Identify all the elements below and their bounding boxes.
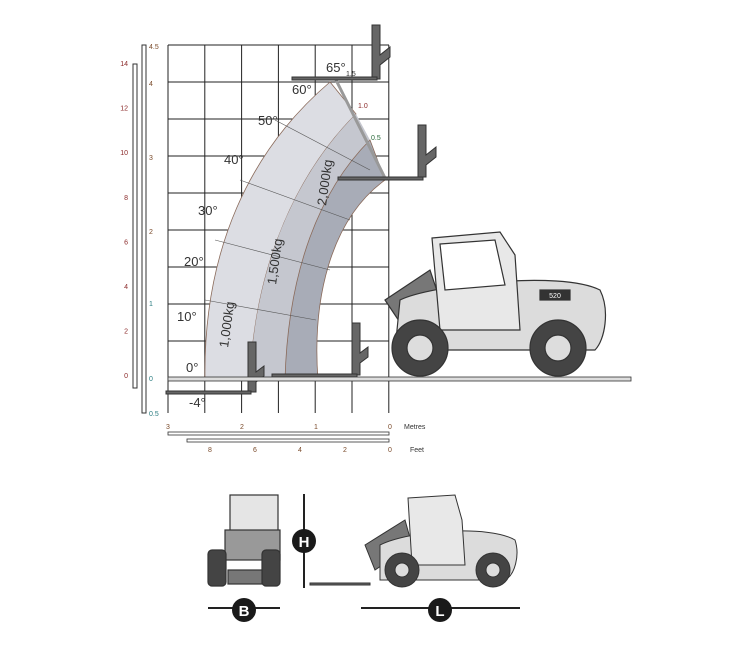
boom-angle-label: 0° (186, 360, 198, 375)
metre-tick-label: 2 (149, 229, 153, 236)
metres-unit-label: Metres (404, 424, 426, 431)
height-label: H (299, 534, 310, 551)
fork-positions (165, 24, 437, 395)
feet-axis-tick: 0 (388, 447, 392, 454)
metre-tick-label: 4 (149, 81, 153, 88)
length-label: L (435, 603, 444, 620)
feet-tick-label: 4 (124, 284, 128, 291)
metre-tick-label: 3 (149, 155, 153, 162)
feet-unit-label: Feet (410, 447, 424, 454)
boom-angle-label: 10° (177, 309, 197, 324)
load-zone-label: 1,500kg (264, 238, 285, 286)
feet-axis-tick: 4 (298, 447, 302, 454)
feet-axis-tick: 2 (343, 447, 347, 454)
metre-tick-label: 0.5 (149, 411, 159, 418)
width-label: B (239, 603, 250, 620)
dimension-badge-height: H (292, 529, 316, 553)
horizontal-scale-feet (186, 438, 390, 443)
boom-angle-label: 65° (326, 60, 346, 75)
metre-axis-tick: 3 (166, 424, 170, 431)
extension-mark-label: 1.0 (358, 103, 368, 110)
metre-tick-label: 0 (149, 376, 153, 383)
metre-axis-tick: 1 (314, 424, 318, 431)
vertical-scale-feet (132, 63, 138, 389)
dimension-badge-width: B (232, 598, 256, 622)
boom-angle-label: 40° (224, 152, 244, 167)
load-zone-label: 2,000kg (314, 159, 335, 207)
feet-axis-tick: 6 (253, 447, 257, 454)
extension-mark-label: 1.5 (346, 71, 356, 78)
feet-tick-label: 2 (124, 329, 128, 336)
boom-angle-label: 30° (198, 203, 218, 218)
feet-tick-label: 12 (120, 106, 128, 113)
boom-angle-label: 50° (258, 113, 278, 128)
feet-tick-label: 0 (124, 373, 128, 380)
extension-mark-label: 0.5 (371, 135, 381, 142)
boom-angle-label: -4° (189, 395, 206, 410)
feet-axis-tick: 8 (208, 447, 212, 454)
metre-axis-tick: 0 (388, 424, 392, 431)
horizontal-scale-metres (167, 431, 390, 436)
feet-tick-label: 8 (124, 195, 128, 202)
boom-angle-label: 20° (184, 254, 204, 269)
boom-angle-label: 60° (292, 82, 312, 97)
metre-tick-label: 1 (149, 301, 153, 308)
load-zone-label: 1,000kg (216, 301, 237, 349)
feet-tick-label: 14 (120, 61, 128, 68)
feet-tick-label: 6 (124, 239, 128, 246)
telehandler-front-view (207, 494, 281, 587)
telehandler-side-view (384, 231, 606, 377)
vertical-scale-metres (141, 44, 147, 414)
metre-tick-label: 4.5 (149, 44, 159, 51)
feet-tick-label: 10 (120, 150, 128, 157)
dimension-badge-length: L (428, 598, 452, 622)
telehandler-side-view-small (309, 494, 518, 588)
metre-axis-tick: 2 (240, 424, 244, 431)
load-envelope (204, 79, 388, 381)
ground-line (167, 376, 632, 382)
machine-model-badge: 520 (549, 293, 561, 300)
